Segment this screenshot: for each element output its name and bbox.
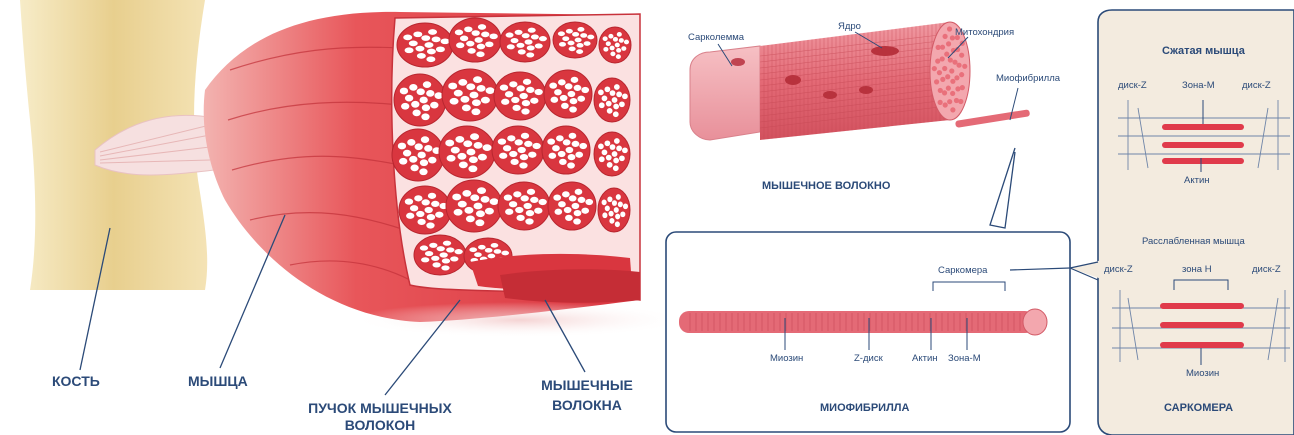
fascicle — [500, 22, 550, 62]
sarcomere-panel — [1070, 10, 1294, 435]
fascicle — [598, 188, 630, 232]
relaxed-h-zone-label: зона Н — [1182, 264, 1212, 275]
fascicle — [394, 74, 446, 126]
muscle-bundle-label-line2: ВОЛОКОН — [305, 417, 455, 433]
fascicle — [397, 23, 453, 67]
muscle-label: МЫШЦА — [188, 373, 248, 389]
fascicle — [542, 126, 590, 174]
nucleus-label: Ядро — [838, 21, 861, 32]
fascicle — [492, 126, 544, 174]
fascicle — [439, 126, 495, 178]
sarcolemma-layer — [690, 46, 760, 140]
contracted-actin-label: Актин — [1184, 175, 1210, 186]
contracted-z-disc-right-label: диск-Z — [1242, 80, 1271, 91]
muscle-fibers-label-line1: МЫШЕЧНЫЕ — [528, 377, 646, 393]
fascicle — [548, 182, 596, 230]
fascicle — [498, 182, 550, 230]
muscle-fiber-title: МЫШЕЧНОЕ ВОЛОКНО — [762, 180, 890, 192]
fascicle — [442, 69, 498, 121]
relaxed-z-disc-left-label: диск-Z — [1104, 264, 1133, 275]
m-zone-label: Зона-М — [948, 353, 981, 364]
muscle-fiber-illustration — [690, 22, 1030, 228]
relaxed-myosin-label: Миозин — [1186, 368, 1219, 379]
zoom-callout-line — [990, 148, 1015, 228]
relaxed-z-disc-right-label: диск-Z — [1252, 264, 1281, 275]
muscle-fibers-label: МЫШЕЧНЫЕ ВОЛОКНА — [528, 377, 646, 413]
contracted-m-zone-label: Зона-М — [1182, 80, 1215, 91]
muscle-bundle-label-line1: ПУЧОК МЫШЕЧНЫХ — [305, 400, 455, 416]
fascicle — [553, 22, 597, 58]
muscle-fibers-label-line2: ВОЛОКНА — [528, 397, 646, 413]
bone-label: КОСТЬ — [52, 373, 100, 389]
fascicle — [414, 235, 466, 275]
actin-label: Актин — [912, 353, 938, 364]
fascicle — [494, 72, 546, 120]
fascicle — [446, 180, 502, 232]
z-disc-label: Z-диск — [854, 353, 883, 364]
left-illustration — [20, 0, 690, 395]
contracted-muscle-title: Сжатая мышца — [1162, 45, 1245, 57]
mitochondria-label: Митохондрия — [955, 27, 1014, 38]
sarcomere-title: САРКОМЕРА — [1164, 402, 1233, 414]
nucleus-shape — [871, 46, 899, 56]
fascicle — [449, 18, 501, 62]
fascicle — [594, 78, 630, 122]
fascicle — [544, 70, 592, 118]
sarcolemma-label: Сарколемма — [688, 32, 744, 43]
myofibril-title: МИОФИБРИЛЛА — [820, 402, 909, 414]
myofibril-label: Миофибрилла — [996, 73, 1060, 84]
fascicle — [392, 129, 444, 181]
myofibril-strand — [955, 109, 1030, 128]
fascicle — [599, 27, 631, 63]
contracted-z-disc-left-label: диск-Z — [1118, 80, 1147, 91]
muscle-bundle-label: ПУЧОК МЫШЕЧНЫХ ВОЛОКОН — [305, 400, 455, 433]
relaxed-muscle-title: Расслабленная мышца — [1142, 236, 1245, 247]
myosin-label: Миозин — [770, 353, 803, 364]
sarcomere-label: Саркомера — [938, 265, 987, 276]
fascicle — [594, 132, 630, 176]
fascicle — [399, 186, 451, 234]
